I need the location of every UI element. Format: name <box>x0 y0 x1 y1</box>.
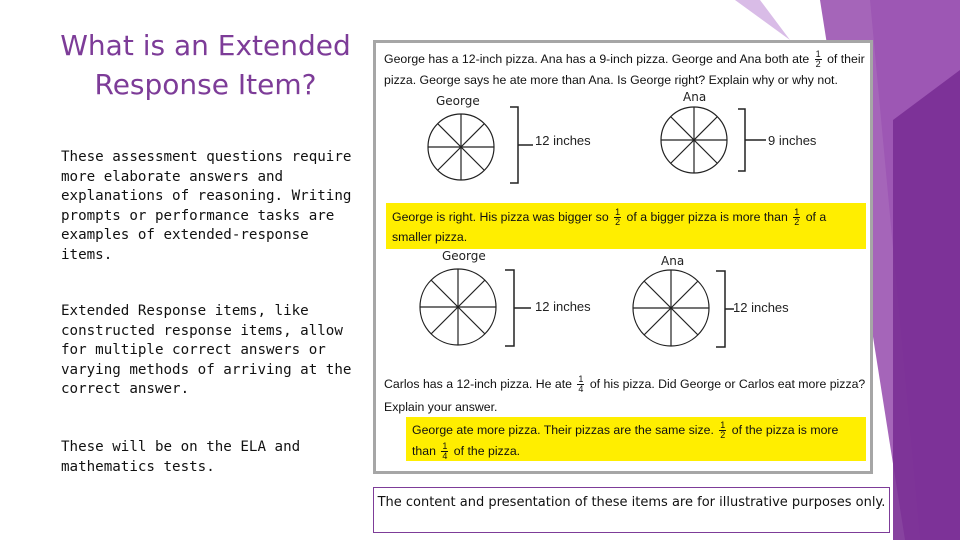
slide-title: What is an Extended Response Item? <box>60 29 351 101</box>
figure1-pizzas <box>427 106 766 184</box>
figure2-left-size: 12 inches <box>535 299 591 314</box>
question1-line1: George has a 12-inch pizza. Ana has a 9-… <box>384 49 865 70</box>
answer2-line1: George ate more pizza. Their pizzas are … <box>412 420 839 441</box>
pizza-carlos-12in-icon <box>632 269 710 347</box>
pizza-ana-9in-icon <box>660 106 728 174</box>
pizza-george-12in-icon <box>427 113 495 181</box>
figure1-left-size: 12 inches <box>535 133 591 148</box>
pizza-george-12in-icon <box>419 268 497 346</box>
paragraph-correct-answers: Extended Response items, like constructe… <box>61 303 352 397</box>
figure2-left-name: George <box>442 249 486 263</box>
paragraph-definition: These assessment questions require more … <box>61 149 352 263</box>
example-item-panel: George has a 12-inch pizza. Ana has a 9-… <box>373 40 873 474</box>
figure1-right-size: 9 inches <box>768 133 817 148</box>
answer2-highlight <box>406 417 866 461</box>
question1-line2: pizza. George says he ate more than Ana.… <box>384 73 838 87</box>
answer1-line1: George is right. His pizza was bigger so… <box>392 207 827 228</box>
illustrative-purposes-caption: The content and presentation of these it… <box>373 487 890 533</box>
figure1-right-name: Ana <box>683 90 707 104</box>
answer1-highlight <box>386 203 866 249</box>
figure2-right-name: Ana <box>661 254 685 268</box>
answer1-line2: smaller pizza. <box>392 230 468 244</box>
paragraph-tests: These will be on the ELA and mathematics… <box>61 439 301 475</box>
figure1-left-name: George <box>436 94 480 108</box>
question2-line2: Explain your answer. <box>384 400 498 414</box>
figure2-right-size: 12 inches <box>733 300 789 315</box>
figure2-pizzas <box>419 268 734 348</box>
